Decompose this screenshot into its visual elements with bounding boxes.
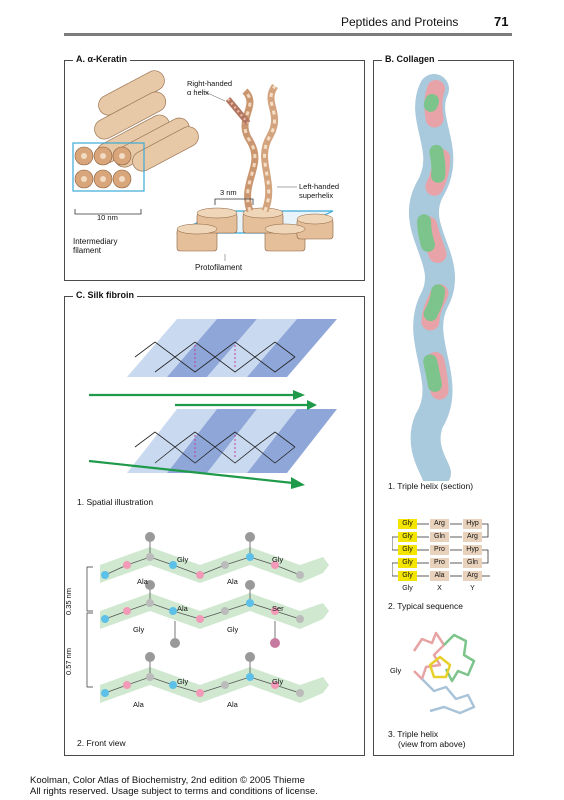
page-number: 71 (494, 14, 509, 29)
front-row1-bottom-2: Ala (227, 577, 238, 586)
seq-r5-c1: Gly (398, 571, 417, 581)
seq-r3-c2: Pro (430, 545, 449, 555)
upper-pleated-sheet (89, 319, 337, 400)
label-10nm: 10 nm (97, 213, 118, 222)
seq-r5-c2: Ala (430, 571, 449, 581)
front-row2-top-2: Ser (272, 604, 284, 613)
seq-col-x: X (437, 585, 442, 592)
panel-keratin-title: A. α-Keratin (73, 54, 131, 64)
label-superhelix: superhelix (299, 191, 334, 200)
seq-r2-c3: Arg (463, 532, 482, 542)
panel-silk-title: C. Silk fibroin (73, 290, 138, 300)
front-row3-top-1: Gly (177, 677, 189, 686)
seq-r1-c3: Hyp (463, 519, 482, 529)
front-row3-top-2: Gly (272, 677, 284, 686)
front-row1-top-2: Gly (272, 555, 284, 564)
seq-r3-c3: Hyp (463, 545, 482, 555)
front-row1-bottom-1: Ala (137, 577, 148, 586)
copyright-line-1: Koolman, Color Atlas of Biochemistry, 2n… (30, 775, 305, 786)
front-row2-bottom-2: Gly (227, 625, 239, 634)
label-protofilament: Protofilament (195, 263, 243, 272)
seq-r4-c3: Gln (463, 558, 482, 568)
lower-pleated-sheet (88, 400, 337, 489)
collagen-caption-1: 1. Triple helix (section) (388, 481, 474, 491)
seq-r5-c3: Arg (463, 571, 482, 581)
panel-collagen: B. Collagen 1. Triple helix (section) Gl… (373, 54, 514, 756)
dimension-057nm: 0.57 nm (64, 647, 74, 676)
copyright-line-2: All rights reserved. Usage subject to te… (30, 786, 318, 797)
seq-r2-c1: Gly (398, 532, 417, 542)
keratin-illustration (72, 70, 334, 261)
collagen-triple-helix-section (409, 74, 455, 481)
header-rule (64, 33, 512, 36)
copyright-footer: Koolman, Color Atlas of Biochemistry, 2n… (30, 775, 318, 797)
silk-front-view (86, 532, 329, 703)
running-header-title: Peptides and Proteins (341, 15, 459, 29)
intermediary-filament-bundle (72, 70, 199, 215)
label-3nm: 3 nm (220, 188, 237, 197)
label-alpha-helix: α helix (187, 88, 209, 97)
panel-silk-fibroin: C. Silk fibroin (64, 290, 365, 756)
seq-r4-c1: Gly (398, 558, 417, 568)
collagen-caption-3a: 3. Triple helix (388, 729, 439, 739)
label-left-handed: Left-handed (299, 182, 340, 191)
label-right-handed: Right-handed (187, 79, 233, 88)
front-row2-bottom-1: Gly (133, 625, 145, 634)
panel-keratin: A. α-Keratin (64, 54, 365, 281)
silk-caption-front: 2. Front view (77, 738, 126, 748)
seq-r2-c2: Gln (430, 532, 449, 542)
collagen-top-view (412, 631, 476, 715)
silk-caption-spatial: 1. Spatial illustration (77, 497, 154, 507)
protofilament-assembly (176, 83, 334, 261)
seq-r4-c2: Pro (430, 558, 449, 568)
collagen-caption-3b: (view from above) (398, 739, 466, 749)
seq-col-gly: Gly (402, 585, 413, 592)
front-row2-top-1: Ala (177, 604, 188, 613)
label-filament: filament (73, 246, 102, 255)
silk-spatial-illustration (88, 319, 337, 489)
panel-collagen-title: B. Collagen (382, 54, 438, 64)
front-row1-top-1: Gly (177, 555, 189, 564)
front-row3-bottom-1: Ala (133, 700, 144, 709)
seq-r3-c1: Gly (398, 545, 417, 555)
label-intermediary: Intermediary (73, 237, 118, 246)
seq-r1-c2: Arg (430, 519, 449, 529)
seq-col-y: Y (470, 585, 475, 592)
seq-r1-c1: Gly (398, 519, 417, 529)
collagen-sequence-table: Gly Arg Hyp Gly Gln Arg Gly Pro Hyp Gly … (392, 519, 502, 599)
dimension-035nm: 0.35 nm (64, 587, 74, 616)
collagen-gly-label: Gly (390, 666, 402, 675)
front-row3-bottom-2: Ala (227, 700, 238, 709)
sequence-connectors (392, 523, 490, 577)
collagen-caption-2: 2. Typical sequence (388, 601, 463, 611)
